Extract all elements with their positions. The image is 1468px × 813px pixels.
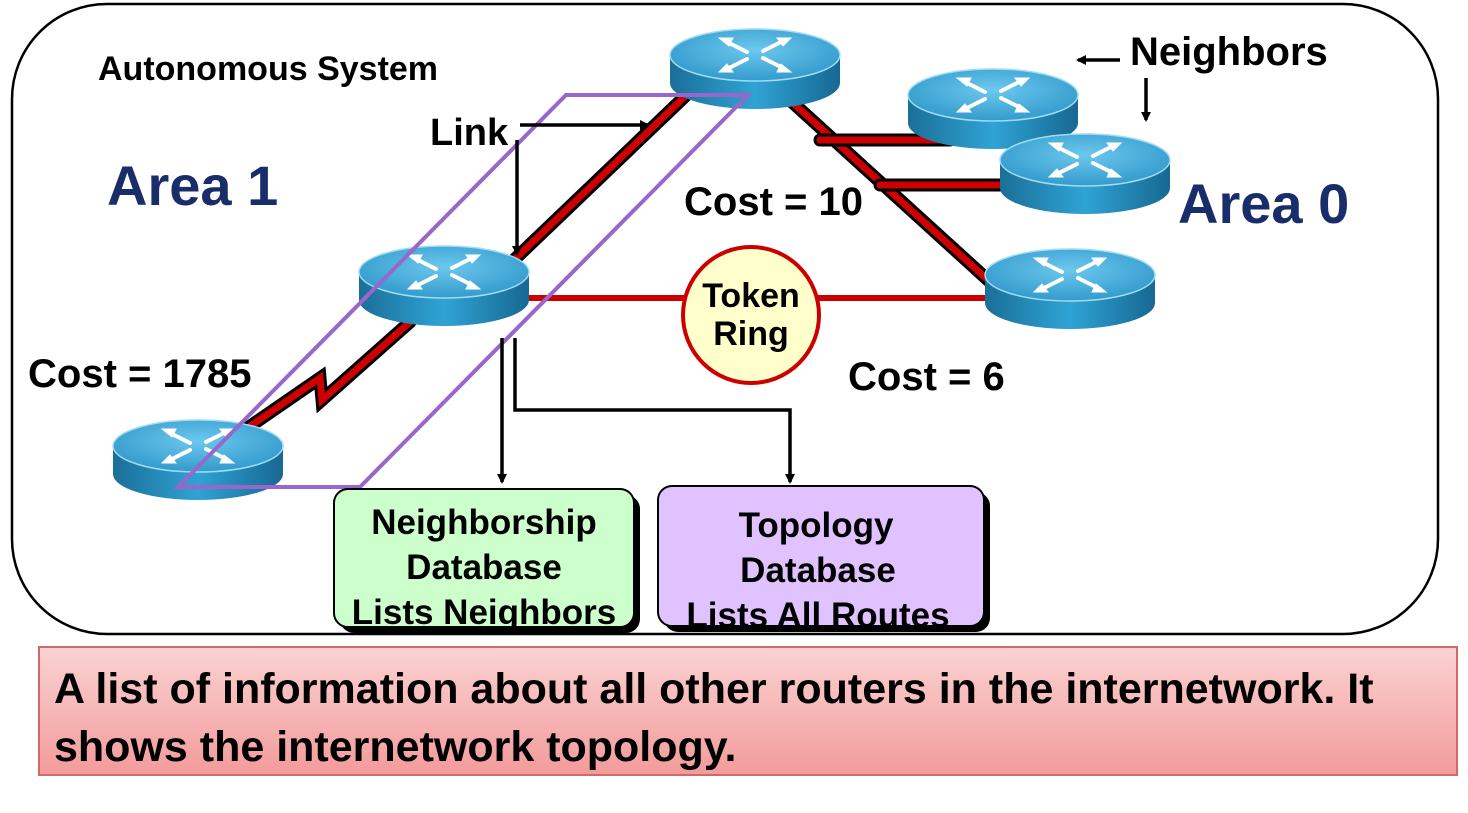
router-icon: [998, 132, 1172, 216]
link-serial-r1-r2: [223, 315, 417, 447]
router-icon: [983, 247, 1157, 331]
router-icon: [357, 244, 531, 328]
topology-line-3: Lists All Routes: [686, 596, 949, 635]
topology-line-2: Database: [740, 551, 896, 590]
neighbors-label: Neighbors: [1130, 30, 1328, 74]
neighborship-line-2: Database: [406, 548, 562, 587]
topology-arrow: [513, 338, 795, 484]
caption-text: A list of information about all other ro…: [54, 665, 1374, 771]
topology-line-1: Topology: [739, 506, 894, 545]
cost-10-label: Cost = 10: [684, 180, 863, 224]
links: [223, 75, 1027, 447]
area-0-label: Area 0: [1178, 172, 1349, 235]
token-ring-label-1: Token: [702, 277, 800, 315]
caption-box: A list of information about all other ro…: [38, 646, 1458, 776]
token-ring-label-2: Ring: [713, 315, 789, 353]
token-ring: Token Ring: [681, 245, 821, 385]
neighborship-line-1: Neighborship: [371, 503, 597, 542]
area-1-label: Area 1: [107, 154, 278, 217]
neighborship-line-3: Lists Neighbors: [352, 593, 616, 632]
topology-database-box: Topology Database Lists All Routes: [657, 485, 990, 635]
neighborship-database-box: Neighborship Database Lists Neighbors: [333, 488, 640, 633]
link-highlight: [173, 93, 753, 489]
cost-1785-label: Cost = 1785: [28, 352, 251, 396]
link-label: Link: [430, 112, 509, 154]
cost-6-label: Cost = 6: [848, 355, 1005, 399]
autonomous-system-label: Autonomous System: [98, 50, 438, 88]
arrows: [497, 55, 1151, 484]
